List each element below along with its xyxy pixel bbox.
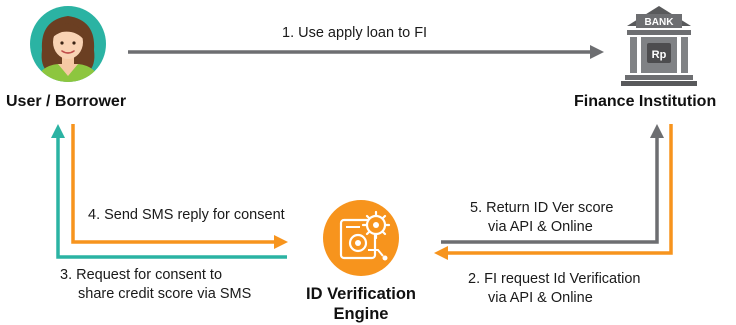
user-label: User / Borrower: [6, 93, 127, 110]
step-2-label-line1: 2. FI request Id Verification: [468, 271, 641, 287]
arrow-step-4: [71, 124, 288, 249]
gear-engine-icon: [323, 200, 399, 276]
arrow-step-2: [434, 124, 673, 260]
arrow-step-5: [441, 124, 664, 244]
bank-sign-text: BANK: [645, 17, 675, 28]
bank-label: Finance Institution: [574, 93, 717, 110]
arrow-step-1: [128, 45, 604, 59]
engine-label-line1: ID Verification: [305, 285, 417, 303]
step-1-label: 1. Use apply loan to FI: [282, 25, 428, 41]
engine-label-line2: Engine: [333, 305, 389, 323]
arrow-step-3: [51, 124, 287, 259]
step-4-label: 4. Send SMS reply for consent: [88, 207, 285, 223]
step-5-label-line2: via API & Online: [488, 219, 593, 235]
user-avatar-icon: [30, 6, 106, 82]
step-3-label-line1: 3. Request for consent to: [60, 267, 223, 283]
step-2-label-line2: via API & Online: [488, 290, 593, 306]
step-5-label-line1: 5. Return ID Ver score: [470, 200, 614, 216]
step-3-label-line2: share credit score via SMS: [78, 286, 252, 302]
bank-icon: BANK Rp: [621, 6, 697, 86]
bank-currency-text: Rp: [652, 49, 667, 61]
engine-label: ID Verification Engine: [286, 284, 436, 324]
